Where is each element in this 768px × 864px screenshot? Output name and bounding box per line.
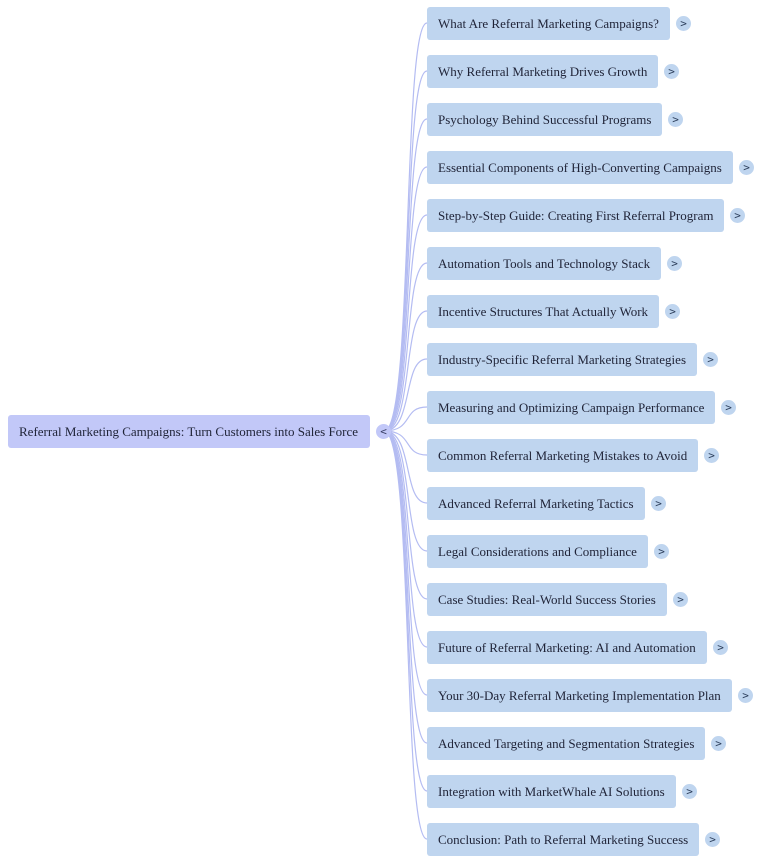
chevron-right-icon: >	[668, 65, 675, 78]
connector-line	[383, 262, 428, 432]
expand-toggle-button[interactable]: >	[704, 448, 719, 463]
subtopic-node[interactable]: Case Studies: Real-World Success Stories	[427, 583, 667, 616]
subtopic-label: Case Studies: Real-World Success Stories	[438, 591, 656, 607]
subtopic-node[interactable]: Why Referral Marketing Drives Growth	[427, 55, 659, 88]
subtopic-node[interactable]: Integration with MarketWhale AI Solution…	[427, 775, 676, 808]
subtopic-node[interactable]: Your 30-Day Referral Marketing Implement…	[427, 679, 732, 712]
expand-toggle-button[interactable]: >	[676, 16, 691, 31]
expand-toggle-button[interactable]: >	[673, 592, 688, 607]
expand-toggle-button[interactable]: >	[739, 160, 754, 175]
subtopic-label: Step-by-Step Guide: Creating First Refer…	[438, 207, 714, 223]
expand-toggle-button[interactable]: >	[705, 832, 720, 847]
chevron-right-icon: >	[686, 785, 693, 798]
subtopic-label: Your 30-Day Referral Marketing Implement…	[438, 687, 721, 703]
chevron-right-icon: >	[707, 353, 714, 366]
connector-line	[383, 166, 428, 432]
subtopic-label: Advanced Referral Marketing Tactics	[438, 495, 634, 511]
subtopic-node[interactable]: Industry-Specific Referral Marketing Str…	[427, 343, 697, 376]
chevron-right-icon: >	[743, 161, 750, 174]
subtopic-label: Why Referral Marketing Drives Growth	[438, 63, 648, 79]
subtopic-node[interactable]: Step-by-Step Guide: Creating First Refer…	[427, 199, 725, 232]
expand-toggle-button[interactable]: >	[665, 304, 680, 319]
subtopic-node[interactable]: Essential Components of High-Converting …	[427, 151, 733, 184]
subtopic-node[interactable]: Legal Considerations and Compliance	[427, 535, 648, 568]
chevron-right-icon: >	[725, 401, 732, 414]
chevron-right-icon: >	[709, 833, 716, 846]
connector-line	[383, 430, 428, 648]
connector-line	[383, 430, 428, 840]
connector-line	[383, 430, 428, 600]
expand-toggle-button[interactable]: >	[730, 208, 745, 223]
subtopic-label: What Are Referral Marketing Campaigns?	[438, 15, 659, 31]
expand-toggle-button[interactable]: >	[667, 256, 682, 271]
subtopic-node[interactable]: Incentive Structures That Actually Work	[427, 295, 660, 328]
subtopic-label: Essential Components of High-Converting …	[438, 159, 722, 175]
connector-line	[383, 430, 428, 552]
subtopic-node[interactable]: Advanced Referral Marketing Tactics	[427, 487, 645, 520]
chevron-right-icon: >	[655, 497, 662, 510]
expand-toggle-button[interactable]: >	[651, 496, 666, 511]
subtopic-label: Incentive Structures That Actually Work	[438, 303, 649, 319]
expand-toggle-button[interactable]: >	[664, 64, 679, 79]
subtopic-label: Conclusion: Path to Referral Marketing S…	[438, 831, 689, 847]
subtopic-label: Automation Tools and Technology Stack	[438, 255, 651, 271]
subtopic-label: Common Referral Marketing Mistakes to Av…	[438, 447, 688, 463]
connector-line	[383, 406, 428, 432]
chevron-right-icon: >	[680, 17, 687, 30]
subtopic-label: Industry-Specific Referral Marketing Str…	[438, 351, 686, 367]
chevron-left-icon: <	[380, 425, 387, 438]
connector-line	[383, 430, 428, 792]
root-topic-label: Referral Marketing Campaigns: Turn Custo…	[19, 423, 359, 439]
subtopic-label: Psychology Behind Successful Programs	[438, 111, 652, 127]
expand-toggle-button[interactable]: >	[654, 544, 669, 559]
chevron-right-icon: >	[669, 305, 676, 318]
connector-line	[383, 70, 428, 432]
subtopic-node[interactable]: Automation Tools and Technology Stack	[427, 247, 662, 280]
subtopic-node[interactable]: Common Referral Marketing Mistakes to Av…	[427, 439, 699, 472]
chevron-right-icon: >	[672, 113, 679, 126]
connector-line	[383, 310, 428, 432]
connector-line	[383, 358, 428, 432]
connector-line	[383, 118, 428, 432]
collapse-toggle-button[interactable]: <	[376, 424, 391, 439]
chevron-right-icon: >	[658, 545, 665, 558]
subtopic-node[interactable]: What Are Referral Marketing Campaigns?	[427, 7, 670, 40]
expand-toggle-button[interactable]: >	[711, 736, 726, 751]
expand-toggle-button[interactable]: >	[721, 400, 736, 415]
subtopic-label: Integration with MarketWhale AI Solution…	[438, 783, 665, 799]
subtopic-node[interactable]: Conclusion: Path to Referral Marketing S…	[427, 823, 700, 856]
connector-line	[383, 430, 428, 504]
chevron-right-icon: >	[734, 209, 741, 222]
subtopic-node[interactable]: Future of Referral Marketing: AI and Aut…	[427, 631, 707, 664]
expand-toggle-button[interactable]: >	[668, 112, 683, 127]
subtopic-node[interactable]: Measuring and Optimizing Campaign Perfor…	[427, 391, 716, 424]
subtopic-label: Measuring and Optimizing Campaign Perfor…	[438, 399, 705, 415]
subtopic-label: Future of Referral Marketing: AI and Aut…	[438, 639, 696, 655]
chevron-right-icon: >	[715, 737, 722, 750]
subtopic-label: Legal Considerations and Compliance	[438, 543, 637, 559]
expand-toggle-button[interactable]: >	[738, 688, 753, 703]
subtopic-node[interactable]: Psychology Behind Successful Programs	[427, 103, 663, 136]
connector-line	[383, 214, 428, 432]
expand-toggle-button[interactable]: >	[703, 352, 718, 367]
root-topic-node[interactable]: Referral Marketing Campaigns: Turn Custo…	[8, 415, 370, 448]
subtopic-node[interactable]: Advanced Targeting and Segmentation Stra…	[427, 727, 706, 760]
subtopic-label: Advanced Targeting and Segmentation Stra…	[438, 735, 695, 751]
expand-toggle-button[interactable]: >	[682, 784, 697, 799]
connector-line	[383, 430, 428, 456]
chevron-right-icon: >	[708, 449, 715, 462]
chevron-right-icon: >	[671, 257, 678, 270]
chevron-right-icon: >	[677, 593, 684, 606]
expand-toggle-button[interactable]: >	[713, 640, 728, 655]
chevron-right-icon: >	[717, 641, 724, 654]
chevron-right-icon: >	[742, 689, 749, 702]
